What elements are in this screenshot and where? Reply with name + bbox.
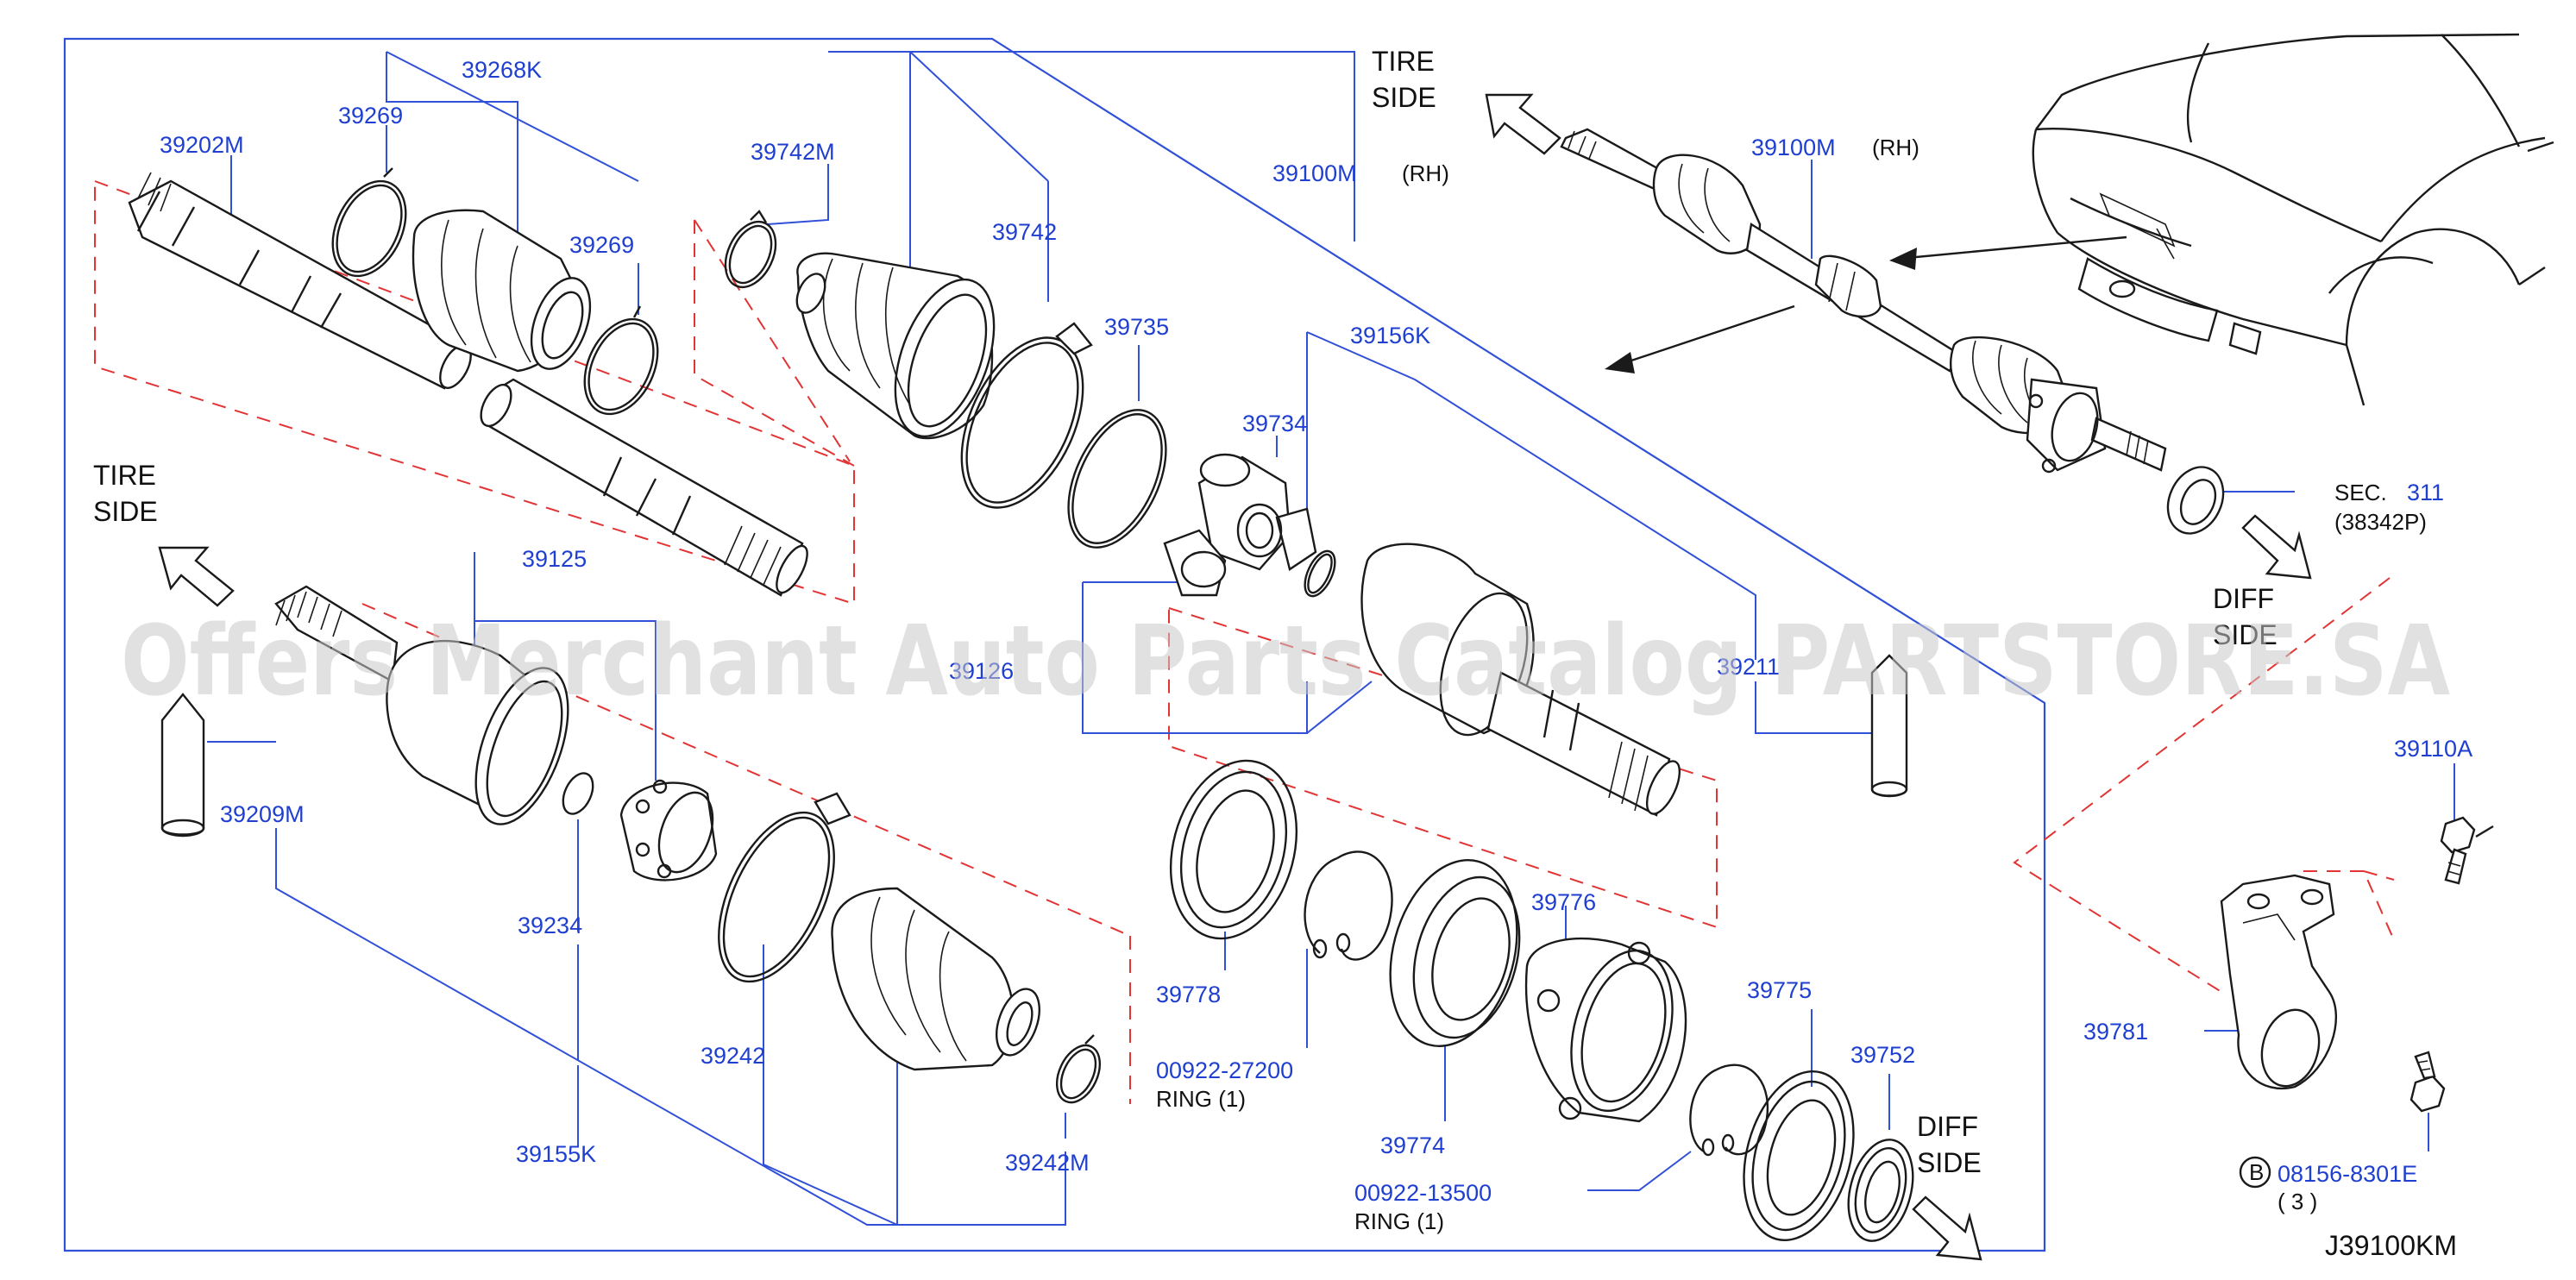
seal-39775 [1743,1070,1855,1242]
label-b-marker: B [2249,1159,2264,1185]
label-39125: 39125 [522,546,587,572]
label-00922-27200: 00922-27200 [1156,1057,1293,1083]
seal-39752 [1847,1139,1914,1242]
label-ring-qty-2: RING (1) [1354,1208,1444,1234]
label-39156K: 39156K [1350,323,1430,348]
label-ring-qty-1: RING (1) [1156,1086,1246,1112]
ring-39734 [1304,549,1336,598]
housing-39776 [1524,937,1687,1123]
shaft-39202M-lower [480,378,808,597]
watermark-text: Offers Merchant Auto Parts Catalog PARTS… [121,605,2450,718]
housing-39156K [1360,543,1681,817]
pin-39211 [1870,654,1908,798]
diff-side-bottom-1: DIFF [1917,1111,1978,1142]
band-39742 [960,322,1093,509]
label-qty-3: ( 3 ) [2278,1189,2317,1214]
main-frame [63,37,2046,1252]
label-39242M: 39242M [1005,1150,1090,1176]
inner-race [619,779,718,882]
label-39774: 39774 [1380,1133,1445,1158]
label-39752: 39752 [1850,1042,1915,1068]
leader-lines [207,51,2455,1226]
label-sec-311: 311 [2407,480,2444,505]
label-39126: 39126 [949,658,1014,684]
inset-car-and-shaft [1560,33,2554,535]
arrow-tire-side-left-icon [158,546,235,607]
bracket-39781 [2220,874,2337,1090]
clamp-39242M [1055,1034,1102,1104]
label-39100M-inset: 39100M [1751,135,1836,160]
clamp-39742M [724,210,777,289]
label-39775: 39775 [1747,977,1812,1003]
part-number-labels: 39202M 39269 39268K 39269 39742M 39742 3… [160,57,2472,1234]
label-39742M: 39742M [751,139,835,165]
tire-side-top-1: TIRE [1372,46,1435,77]
arrow-tire-side-top-icon [1485,93,1561,155]
shaft-39202M-upper [128,172,472,390]
boot-39268K [412,209,592,373]
pin-39209M [160,693,205,838]
band-39269-upper [331,167,407,278]
label-39778: 39778 [1156,982,1221,1007]
b-marker-icon [2239,1156,2271,1189]
label-39734: 39734 [1242,411,1307,436]
diff-side-bottom-2: SIDE [1917,1147,1982,1178]
band-39269-lower [583,305,659,416]
label-39269-b: 39269 [569,232,634,258]
arrow-diff-side-bottom-icon [1912,1195,1982,1261]
spider-assembly [1163,453,1317,597]
diagram-code: J39100KM [2325,1230,2457,1261]
side-labels: TIRE SIDE TIRE SIDE DIFF SIDE DIFF SIDE … [93,46,2457,1261]
boot-39742-main [795,252,996,440]
joint-39125 [274,585,569,825]
label-39776: 39776 [1531,889,1596,915]
boot-39242 [831,887,1040,1071]
label-08156-8301E: 08156-8301E [2278,1161,2417,1187]
label-39211: 39211 [1717,654,1780,680]
label-39155K: 39155K [516,1141,596,1167]
tire-side-top-2: SIDE [1372,82,1436,113]
bolt-39110A [2440,816,2494,885]
label-39269-a: 39269 [338,103,403,129]
label-rh-inset: (RH) [1872,135,1919,160]
tire-side-left-2: SIDE [93,496,158,527]
label-39234: 39234 [518,913,582,938]
label-39100M-main: 39100M [1272,160,1357,186]
label-39742: 39742 [992,219,1057,245]
label-39268K: 39268K [462,57,542,83]
label-39110A: 39110A [2394,736,2472,762]
band-39242 [718,792,851,983]
label-39209M: 39209M [220,801,305,827]
arrow-diff-side-mid-icon [2241,514,2312,580]
bearing-39774 [1389,859,1521,1047]
label-39202M: 39202M [160,132,244,158]
ring-00922-27200 [1304,850,1393,961]
ring-00922-13500 [1689,1064,1769,1157]
ring-39735 [1067,409,1167,549]
bolt-08156-8301E [2410,1051,2446,1113]
tire-side-left-1: TIRE [93,460,156,491]
label-sec-38342P: (38342P) [2334,509,2427,535]
label-00922-13500: 00922-13500 [1354,1180,1492,1206]
label-39735: 39735 [1104,314,1169,340]
diff-side-mid-2: SIDE [2213,619,2278,650]
label-rh-main: (RH) [1402,160,1449,186]
label-39781: 39781 [2083,1019,2148,1045]
circlip-39234 [562,772,594,815]
seal-39778 [1169,759,1298,940]
label-sec: SEC. [2334,480,2387,505]
label-39242: 39242 [701,1043,765,1069]
diff-side-mid-1: DIFF [2213,583,2274,614]
